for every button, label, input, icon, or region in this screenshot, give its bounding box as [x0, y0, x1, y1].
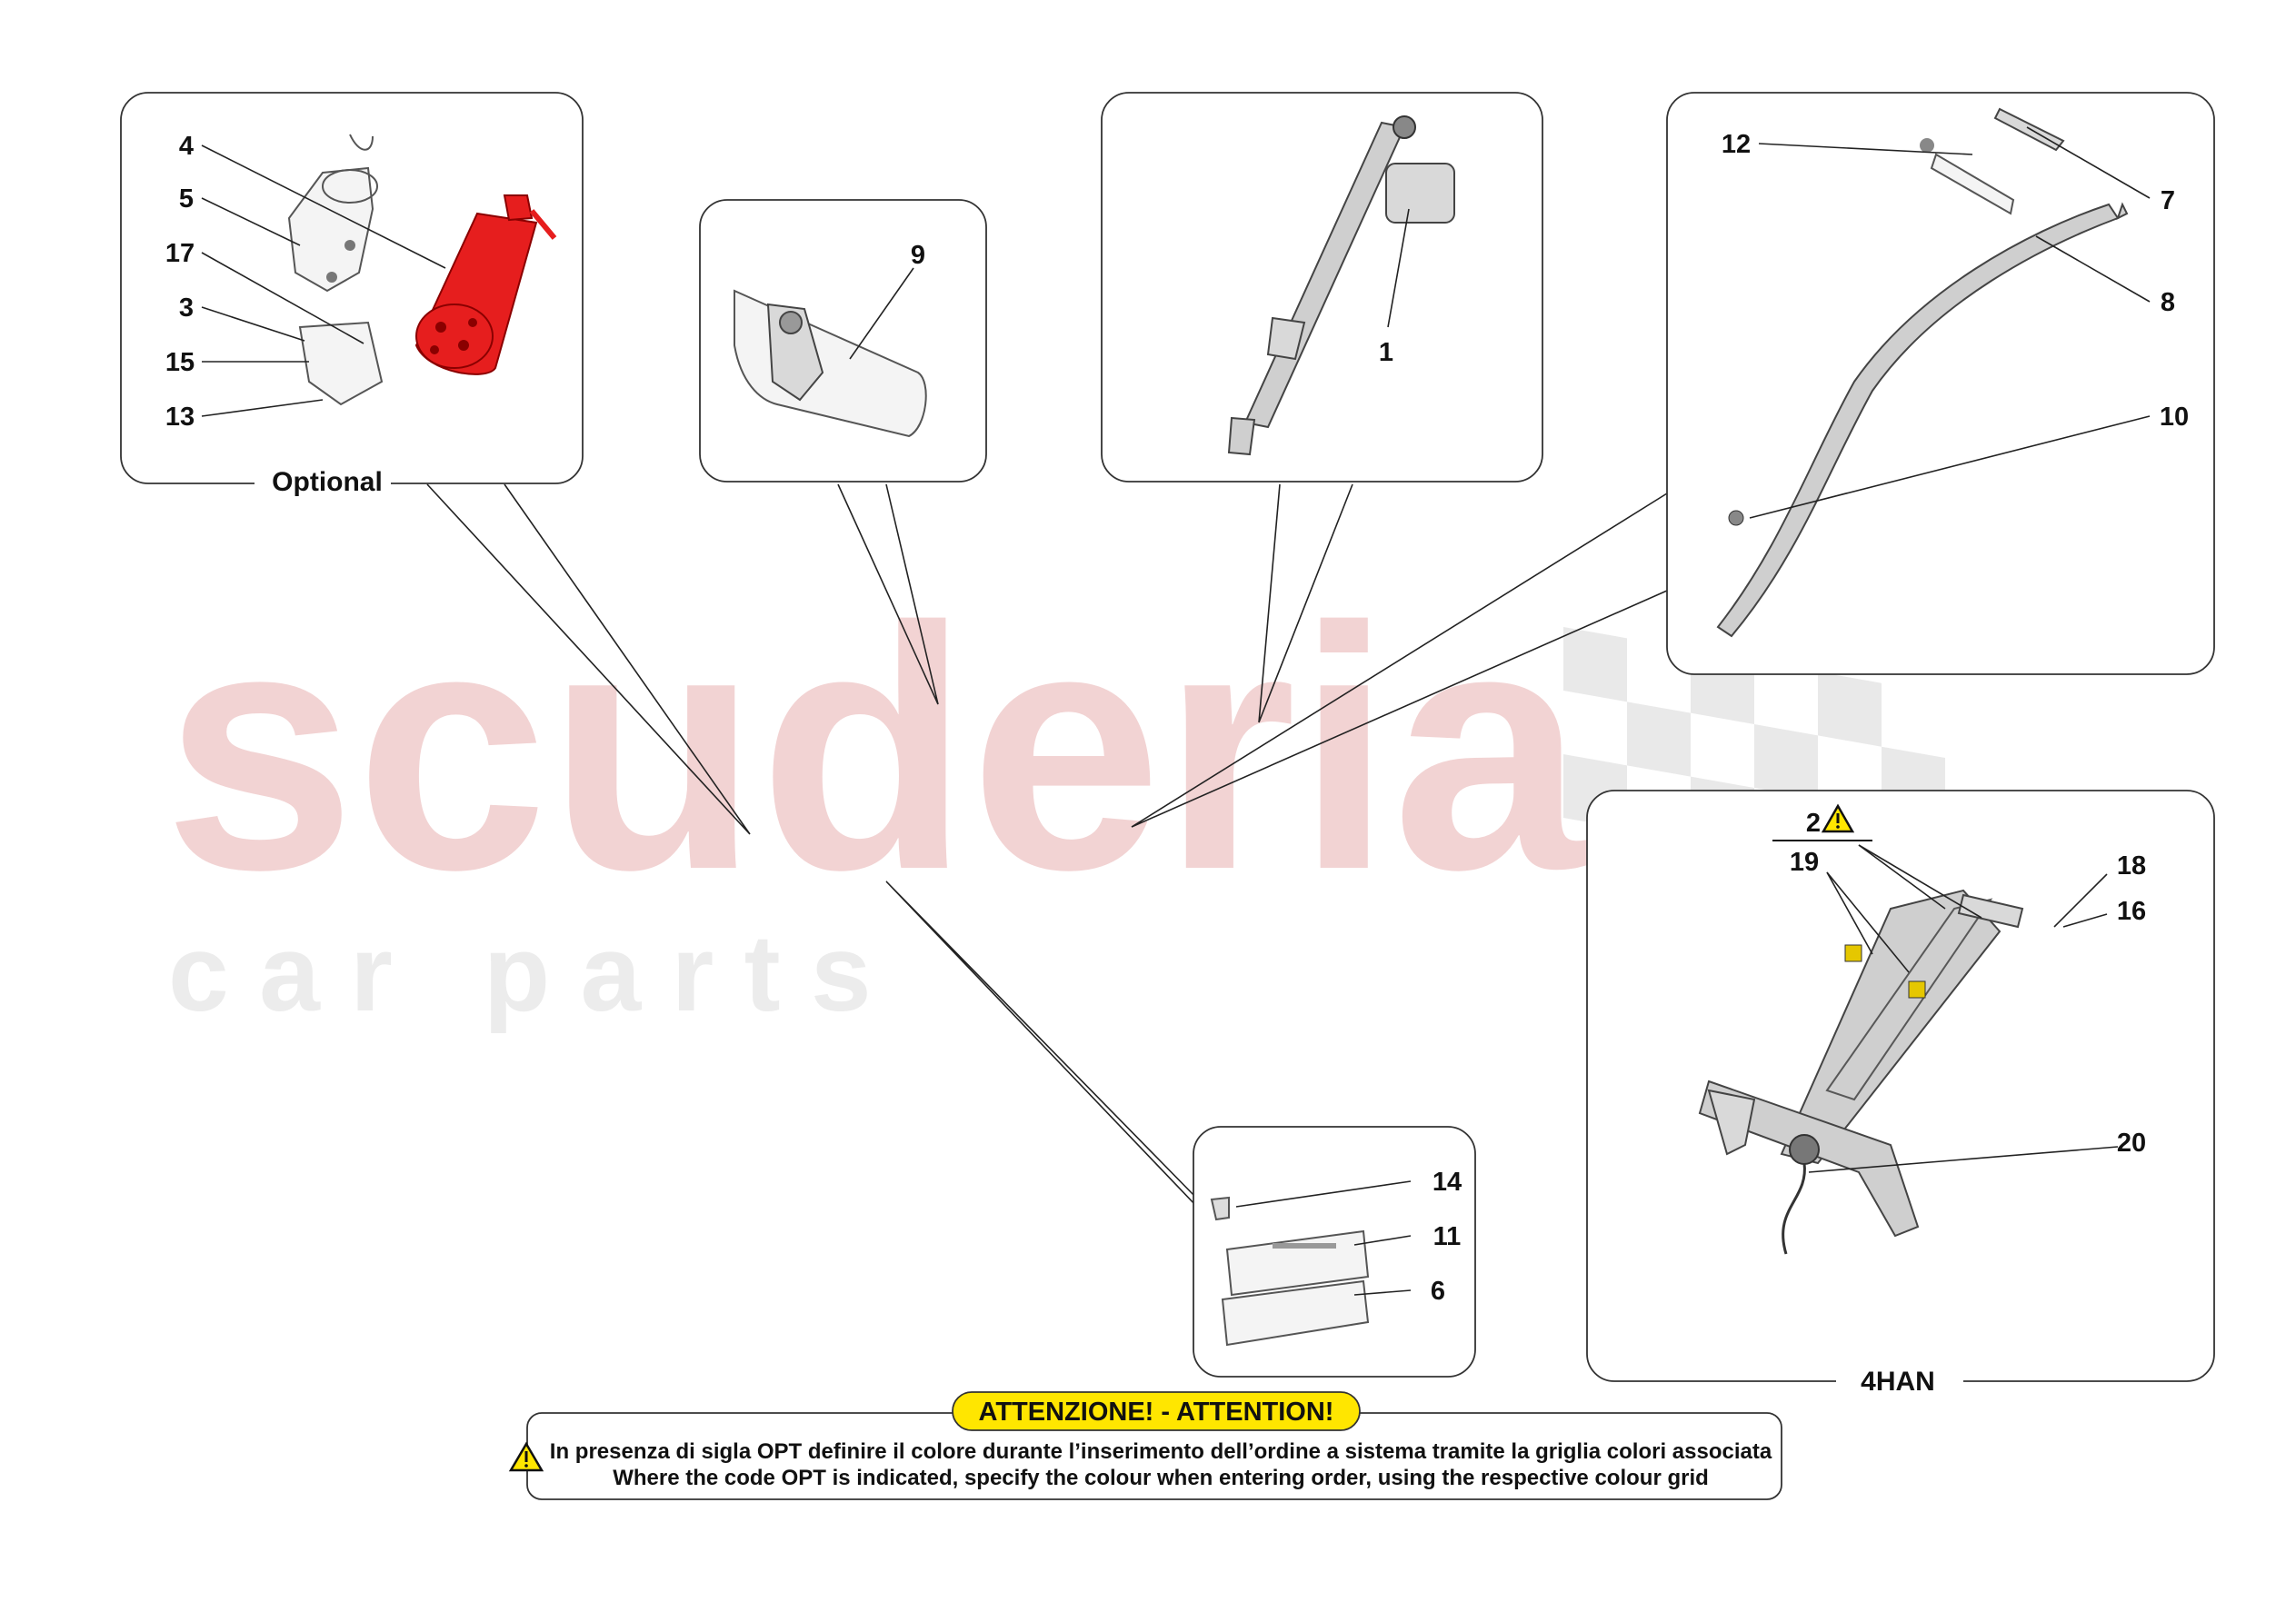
callout-11: 11 — [1433, 1222, 1462, 1251]
section-label-optional: Optional — [272, 467, 383, 497]
callout-3: 3 — [179, 294, 194, 323]
watermark-sub: c a r p a r t s — [168, 912, 872, 1034]
callout-15: 15 — [165, 348, 195, 377]
fire-extinguisher — [414, 194, 557, 375]
panel-extinguisher: Optional 4 5 17 3 15 13 — [120, 92, 584, 502]
callout-7: 7 — [2161, 186, 2175, 215]
panel-sill-plate: 14 11 6 — [1193, 1126, 1476, 1378]
watermark-main: scuderia — [164, 555, 1586, 941]
sill-plate — [1210, 1196, 1370, 1347]
callout-13: 13 — [165, 403, 195, 432]
callout-6: 6 — [1431, 1277, 1445, 1306]
callout-19: 19 — [1790, 848, 1819, 877]
callout-2: 2 — [1806, 809, 1821, 838]
callout-2-group: 2 — [1772, 803, 1872, 841]
panel-mirror: 9 — [699, 199, 987, 483]
seat-belt-retractor — [1227, 115, 1455, 456]
callout-5: 5 — [179, 184, 194, 214]
curtain-airbag — [1716, 107, 2129, 638]
rear-view-mirror — [734, 289, 927, 438]
warning-triangle-icon — [508, 1441, 544, 1472]
callout-20: 20 — [2117, 1129, 2146, 1158]
panel-seat-belt: 1 — [1101, 92, 1543, 483]
callout-18: 18 — [2117, 851, 2146, 881]
callout-9: 9 — [911, 241, 925, 270]
callout-12: 12 — [1722, 130, 1751, 159]
callout-1: 1 — [1379, 338, 1393, 367]
callout-16: 16 — [2117, 897, 2146, 926]
notice-title: ATTENZIONE! - ATTENTION! — [979, 1398, 1334, 1427]
notice-line-it: In presenza di sigla OPT definire il col… — [550, 1439, 1772, 1464]
four-point-harness — [1698, 889, 2024, 1255]
callout-4: 4 — [179, 132, 194, 161]
panel-pointers — [426, 483, 1668, 1228]
notice-line-en: Where the code OPT is indicated, specify… — [613, 1466, 1709, 1490]
panel-4han-harness: 4HAN 2 19 18 — [1586, 790, 2215, 1399]
section-label-4han: 4HAN — [1861, 1367, 1935, 1397]
callout-10: 10 — [2160, 403, 2189, 432]
watermark: scuderia c a r p a r t s — [164, 555, 1586, 1034]
warning-triangle-icon — [1821, 803, 1855, 833]
panel-curtain-airbag: 12 7 8 10 — [1666, 92, 2215, 675]
callout-14: 14 — [1433, 1168, 1462, 1197]
attention-notice: ATTENZIONE! - ATTENTION! In presenza di … — [508, 1391, 1782, 1500]
callout-17: 17 — [165, 239, 195, 268]
callout-8: 8 — [2161, 288, 2175, 317]
